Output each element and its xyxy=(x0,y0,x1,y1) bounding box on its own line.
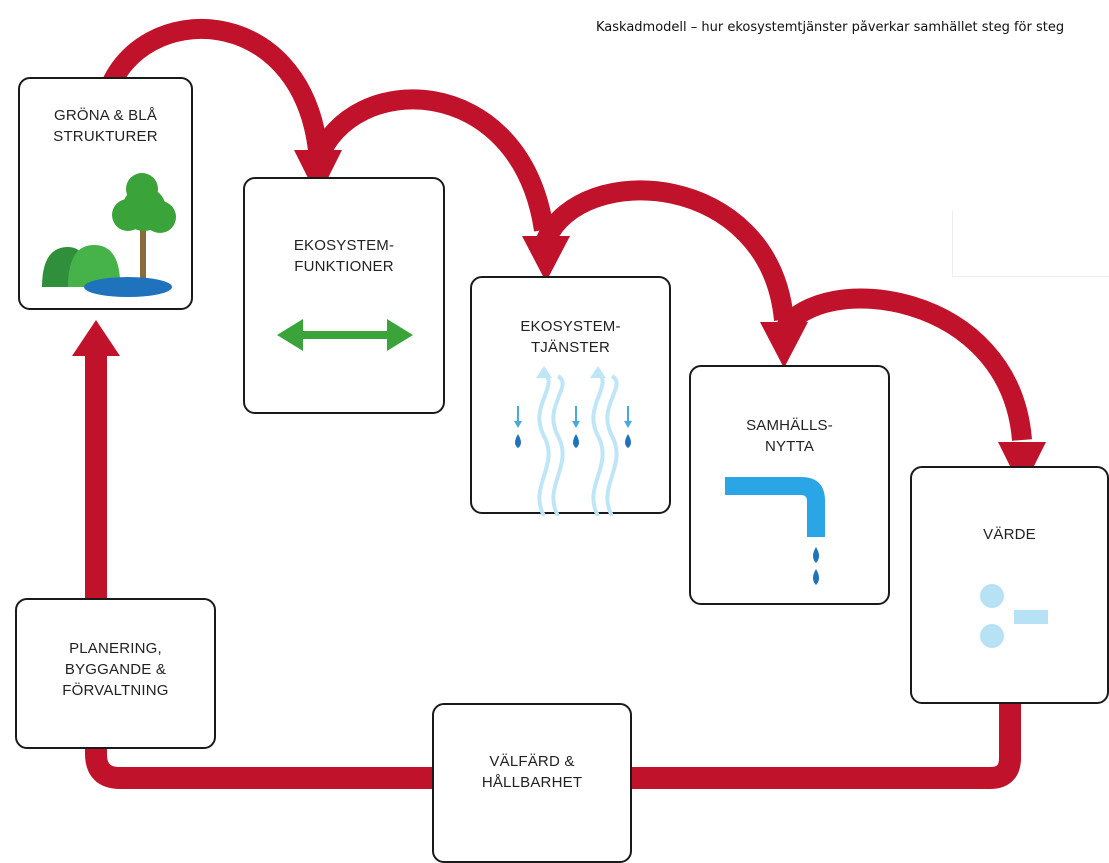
tree-lake-icon xyxy=(42,173,176,297)
arc-1 xyxy=(98,18,328,152)
box-varde: VÄRDE xyxy=(910,466,1109,704)
box-grona-bla-strukturer: GRÖNA & BLÅ STRUKTURER xyxy=(18,77,193,310)
water-flow-icon xyxy=(514,366,632,516)
box-valfard-hallbarhet: VÄLFÄRD & HÅLLBARHET xyxy=(432,703,632,863)
value-icon xyxy=(980,584,1048,648)
box-ekosystemtjanster-label: EKOSYSTEM- TJÄNSTER xyxy=(520,318,621,356)
box-planering-label: PLANERING, BYGGANDE & FÖRVALTNING xyxy=(62,640,169,699)
arrowhead-1 xyxy=(294,150,342,198)
arrowhead-2 xyxy=(522,236,570,282)
arrowhead-3 xyxy=(760,322,808,368)
faucet-icon xyxy=(725,477,825,585)
box-valfard-label: VÄLFÄRD & HÅLLBARHET xyxy=(481,753,583,791)
box-ekosystemfunktioner-label: EKOSYSTEM- FUNKTIONER xyxy=(293,237,395,275)
cascade-arrows xyxy=(98,18,1046,490)
arc-3 xyxy=(536,180,794,322)
box-samhallsnytta-label: SAMHÄLLS- NYTTA xyxy=(746,417,833,455)
arc-2 xyxy=(308,89,554,232)
box-ekosystemfunktioner: EKOSYSTEM- FUNKTIONER xyxy=(243,177,445,414)
faint-frame xyxy=(952,210,1109,277)
box-ekosystemtjanster: EKOSYSTEM- TJÄNSTER xyxy=(470,276,671,516)
up-arrowhead xyxy=(72,320,120,356)
box-grona-bla-label: GRÖNA & BLÅ STRUKTURER xyxy=(53,107,158,145)
double-arrow-icon xyxy=(277,319,413,351)
box-samhallsnytta: SAMHÄLLS- NYTTA xyxy=(689,365,890,605)
box-varde-label: VÄRDE xyxy=(983,526,1036,543)
arc-4 xyxy=(775,288,1032,441)
box-planering: PLANERING, BYGGANDE & FÖRVALTNING xyxy=(15,598,216,749)
diagram-caption: Kaskadmodell – hur ekosystemtjänster påv… xyxy=(596,20,1065,35)
